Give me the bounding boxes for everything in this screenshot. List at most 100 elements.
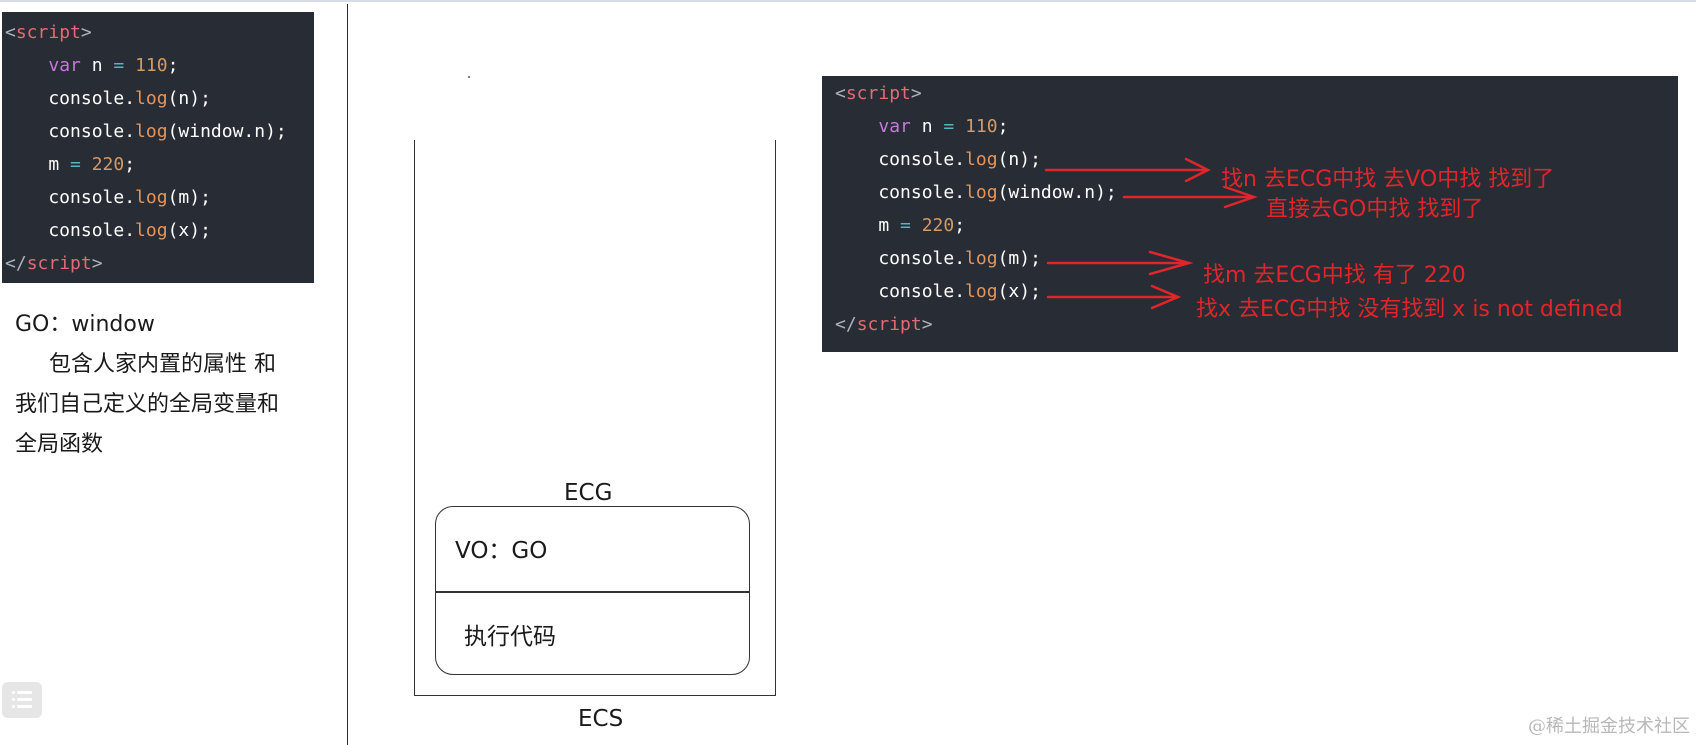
code-token: ; <box>954 215 966 236</box>
go-desc-line-3: 全局函数 <box>15 432 104 457</box>
go-title: GO：window <box>15 312 155 337</box>
code-token: m <box>835 215 901 236</box>
code-line: console.log(n); <box>835 149 1041 171</box>
annotation-n: 找n 去ECG中找 去VO中找 找到了 <box>1221 167 1555 192</box>
code-token: (m); <box>997 248 1041 269</box>
list-icon[interactable] <box>2 682 42 718</box>
code-token: log <box>135 220 168 241</box>
code-token: ; <box>167 55 179 76</box>
code-token: (window.n); <box>997 182 1117 203</box>
exec-code-label: 执行代码 <box>464 624 556 650</box>
code-token: log <box>135 121 168 142</box>
code-token: (n); <box>997 149 1041 170</box>
ecs-stack <box>414 140 776 696</box>
code-token: </ <box>835 314 857 335</box>
code-token: m <box>5 154 71 175</box>
code-line: console.log(window.n); <box>835 182 1117 204</box>
code-line: m = 220; <box>5 154 135 176</box>
code-line: <script> <box>5 22 92 44</box>
code-token: log <box>965 281 998 302</box>
code-token: 110 <box>135 55 168 76</box>
code-token: log <box>965 149 998 170</box>
code-token: console. <box>5 88 136 109</box>
code-token: > <box>91 253 103 274</box>
code-token: console. <box>835 248 966 269</box>
code-block-left: <script> var n = 110; console.log(n); co… <box>2 12 314 283</box>
code-token: script <box>856 314 922 335</box>
go-desc-line-2: 我们自己定义的全局变量和 <box>15 392 280 417</box>
code-line: </script> <box>5 253 103 275</box>
code-token: 220 <box>921 215 955 236</box>
code-token: log <box>135 187 168 208</box>
ecg-divider <box>436 591 749 593</box>
code-token: console. <box>835 149 966 170</box>
code-line: <script> <box>835 83 922 105</box>
code-line: m = 220; <box>835 215 965 237</box>
code-line: var n = 110; <box>5 55 178 77</box>
code-token: > <box>80 22 92 43</box>
code-token: log <box>135 88 168 109</box>
column-divider <box>347 4 348 745</box>
code-token: var <box>878 116 911 137</box>
code-token: = <box>943 116 955 137</box>
code-token: = <box>113 55 125 76</box>
code-token: console. <box>5 220 136 241</box>
code-token: 220 <box>91 154 125 175</box>
code-token: script <box>845 83 911 104</box>
watermark: @稀土掘金技术社区 <box>1528 716 1690 737</box>
code-token: (n); <box>167 88 211 109</box>
code-token: = <box>900 215 911 236</box>
top-rule <box>0 0 1696 2</box>
annotation-x: 找x 去ECG中找 没有找到 x is not defined <box>1196 297 1623 322</box>
code-token: > <box>921 314 933 335</box>
code-token <box>81 154 92 175</box>
code-line: console.log(x); <box>835 281 1041 303</box>
code-token: log <box>965 182 998 203</box>
go-desc-line-1: 包含人家内置的属性 和 <box>49 352 276 377</box>
code-token: script <box>26 253 92 274</box>
code-token: > <box>910 83 922 104</box>
code-token <box>954 116 965 137</box>
code-token <box>835 116 878 137</box>
code-token: ; <box>124 154 136 175</box>
code-token: </ <box>5 253 27 274</box>
list-icon-glyph <box>12 691 32 708</box>
code-token: (window.n); <box>167 121 287 142</box>
code-line: var n = 110; <box>835 116 1008 138</box>
code-line: console.log(window.n); <box>5 121 287 143</box>
code-line: console.log(x); <box>5 220 211 242</box>
code-token: console. <box>5 121 136 142</box>
vo-label: VO：GO <box>455 538 548 564</box>
code-token <box>124 55 135 76</box>
code-token: (x); <box>997 281 1041 302</box>
code-token: = <box>70 154 81 175</box>
stray-dot <box>468 76 470 78</box>
ecg-box <box>435 506 750 675</box>
code-token <box>5 55 48 76</box>
ecs-label: ECS <box>578 706 624 732</box>
code-token: < <box>5 22 16 43</box>
code-token <box>911 215 922 236</box>
annotation-m: 找m 去ECG中找 有了 220 <box>1203 263 1466 288</box>
code-token: < <box>835 83 846 104</box>
code-line: console.log(n); <box>5 88 211 110</box>
code-token: 110 <box>965 116 998 137</box>
code-line: </script> <box>835 314 933 336</box>
code-token: console. <box>835 182 966 203</box>
code-block-right: <script> var n = 110; console.log(n); co… <box>822 76 1678 352</box>
ecg-label: ECG <box>564 480 613 506</box>
code-token: (x); <box>167 220 211 241</box>
code-token: (m); <box>167 187 211 208</box>
code-line: console.log(m); <box>5 187 211 209</box>
code-token: script <box>15 22 81 43</box>
code-token: log <box>965 248 998 269</box>
code-token: n <box>910 116 944 137</box>
annotation-window-n: 直接去GO中找 找到了 <box>1266 197 1484 222</box>
code-line: console.log(m); <box>835 248 1041 270</box>
code-token: n <box>80 55 114 76</box>
code-token: var <box>48 55 81 76</box>
code-token: console. <box>5 187 136 208</box>
code-token: console. <box>835 281 966 302</box>
code-token: ; <box>997 116 1009 137</box>
